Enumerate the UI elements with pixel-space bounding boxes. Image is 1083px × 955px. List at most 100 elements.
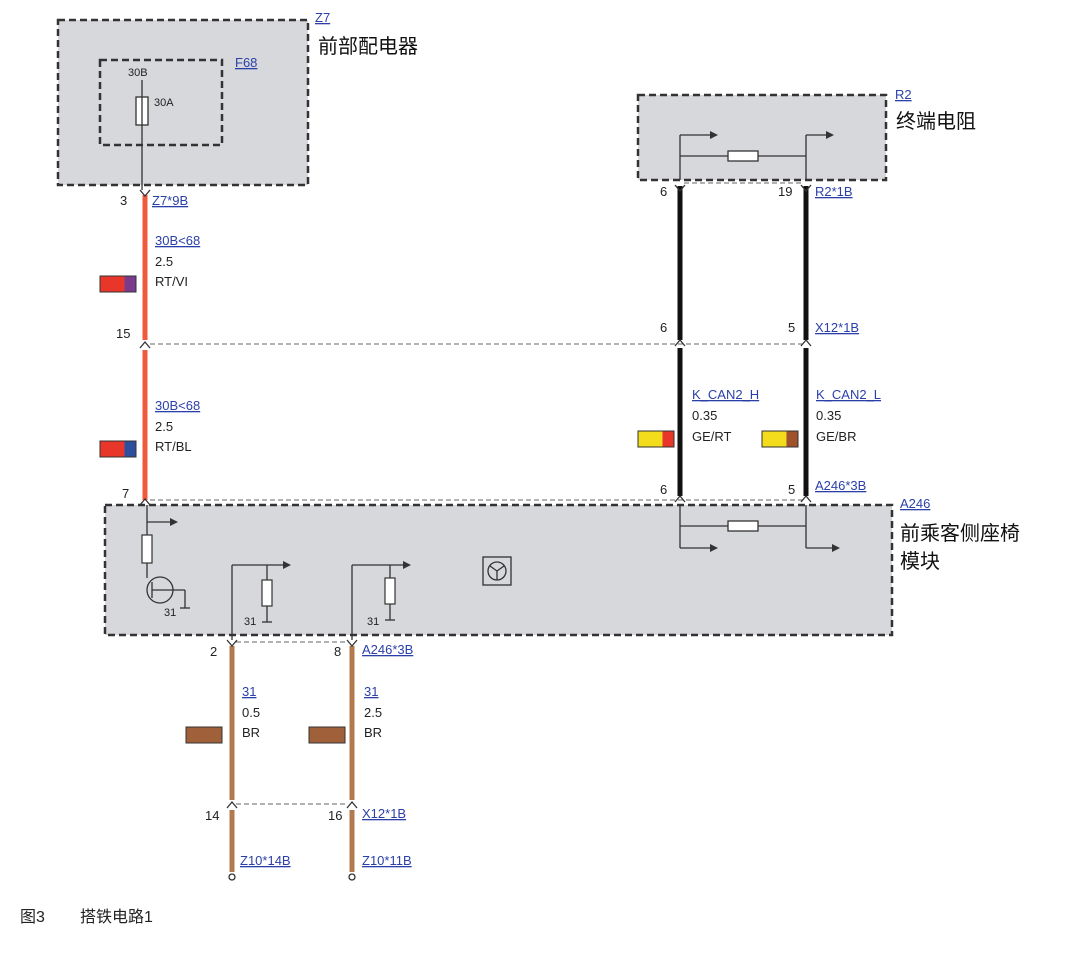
arrow-icon — [710, 544, 718, 552]
a246-gnd-label-2: 31 — [244, 616, 256, 628]
wire-color-code: BR — [242, 725, 260, 740]
a246-gnd-label-3: 31 — [367, 616, 379, 628]
a246-id: A246 — [900, 496, 930, 511]
pin-number: 5 — [788, 320, 795, 335]
pin-marker — [674, 338, 686, 347]
module-symbol-icon — [482, 556, 512, 586]
figure-title: 搭铁电路1 — [80, 908, 153, 926]
a246-name-line2: 模块 — [900, 549, 940, 573]
figure-number: 图3 — [20, 909, 45, 926]
wire-signal: K_CAN2_H — [692, 387, 759, 402]
pin-marker — [346, 800, 358, 809]
swatch-part — [762, 431, 787, 447]
pin-marker — [800, 494, 812, 503]
arrow-icon — [283, 561, 291, 569]
connector-a246-3b-bottom: A246*3B — [362, 642, 413, 657]
wire-gauge: 0.5 — [242, 705, 260, 720]
swatch-part — [638, 431, 663, 447]
arrow-icon — [403, 561, 411, 569]
a246-gnd-label-1: 31 — [164, 607, 176, 619]
f68-box — [98, 58, 224, 147]
pin-number: 7 — [122, 486, 129, 501]
pin-marker — [139, 497, 151, 506]
swatch-part — [637, 430, 675, 448]
wire-signal: 30B<68 — [155, 398, 200, 413]
pin-marker — [346, 639, 358, 648]
arrow-icon — [710, 131, 718, 139]
pin-number: 2 — [210, 644, 217, 659]
pin-marker — [800, 338, 812, 347]
z7-id: Z7 — [315, 10, 330, 25]
connector-x12-1b-top: X12*1B — [815, 320, 859, 335]
resistor-icon — [727, 150, 759, 162]
r2-id: R2 — [895, 87, 912, 102]
swatch-part — [185, 726, 223, 744]
f68-rating: 30A — [154, 97, 174, 109]
pin-number: 16 — [328, 808, 342, 823]
pin-marker — [800, 184, 812, 193]
pin-number: 14 — [205, 808, 219, 823]
wheel-spoke-1 — [489, 565, 498, 572]
swatch-part — [99, 275, 137, 293]
pin-marker — [139, 189, 151, 198]
ground-point-icon — [228, 873, 236, 881]
connector-r2-1b: R2*1B — [815, 184, 853, 199]
wire-color-code: GE/BR — [816, 429, 856, 444]
swatch-part — [761, 430, 799, 448]
ground-point-z10-11b: Z10*11B — [362, 853, 412, 868]
wire-color-swatch — [761, 430, 799, 448]
pin-number: 5 — [788, 482, 795, 497]
wire-color-code: RT/BL — [155, 439, 192, 454]
wire-color-swatch — [308, 726, 346, 744]
swatch-part — [100, 276, 125, 292]
connector-z7-9b: Z7*9B — [152, 193, 188, 208]
wire-gauge: 2.5 — [364, 705, 382, 720]
wire-color-code: RT/VI — [155, 274, 188, 289]
pin-number: 3 — [120, 193, 127, 208]
f68-id: F68 — [235, 55, 257, 70]
f68-terminal: 30B — [128, 67, 148, 79]
z7-name: 前部配电器 — [318, 34, 418, 58]
pin-number: 15 — [116, 326, 130, 341]
pin-marker — [226, 639, 238, 648]
ground-point-icon — [348, 873, 356, 881]
wire-signal: 31 — [364, 684, 378, 699]
r2-name: 终端电阻 — [896, 109, 976, 133]
pin-marker — [226, 800, 238, 809]
resistor-icon — [727, 520, 759, 532]
swatch-part — [99, 440, 137, 458]
ground-point-z10-14b: Z10*14B — [240, 853, 291, 868]
arrow-icon — [826, 131, 834, 139]
wire-gauge: 0.35 — [692, 408, 717, 423]
wire-color-swatch — [99, 440, 137, 458]
wire-signal: 31 — [242, 684, 256, 699]
wheel-spoke-2 — [496, 565, 505, 572]
pin-marker — [674, 184, 686, 193]
connector-a246-3b-top: A246*3B — [815, 478, 866, 493]
arrow-icon — [832, 544, 840, 552]
swatch-part — [124, 276, 136, 292]
wire-gauge: 2.5 — [155, 254, 173, 269]
wire-gauge: 2.5 — [155, 419, 173, 434]
wire-color-code: GE/RT — [692, 429, 732, 444]
pin-number: 6 — [660, 320, 667, 335]
wire-color-code: BR — [364, 725, 382, 740]
wire-color-swatch — [637, 430, 675, 448]
resistor-icon — [384, 577, 396, 605]
r2-box — [636, 93, 888, 182]
wire-color-swatch — [99, 275, 137, 293]
swatch-part — [308, 726, 346, 744]
wire-signal: 30B<68 — [155, 233, 200, 248]
wire-gauge: 0.35 — [816, 408, 841, 423]
a246-name-line1: 前乘客侧座椅 — [900, 521, 1020, 545]
pin-number: 8 — [334, 644, 341, 659]
resistor-icon — [261, 579, 273, 607]
wire-color-swatch — [185, 726, 223, 744]
swatch-part — [786, 431, 798, 447]
pin-number: 6 — [660, 482, 667, 497]
connector-x12-1b-bottom: X12*1B — [362, 806, 406, 821]
pin-number: 19 — [778, 184, 792, 199]
z7-box — [56, 18, 310, 187]
swatch-part — [124, 441, 136, 457]
swatch-part — [662, 431, 674, 447]
